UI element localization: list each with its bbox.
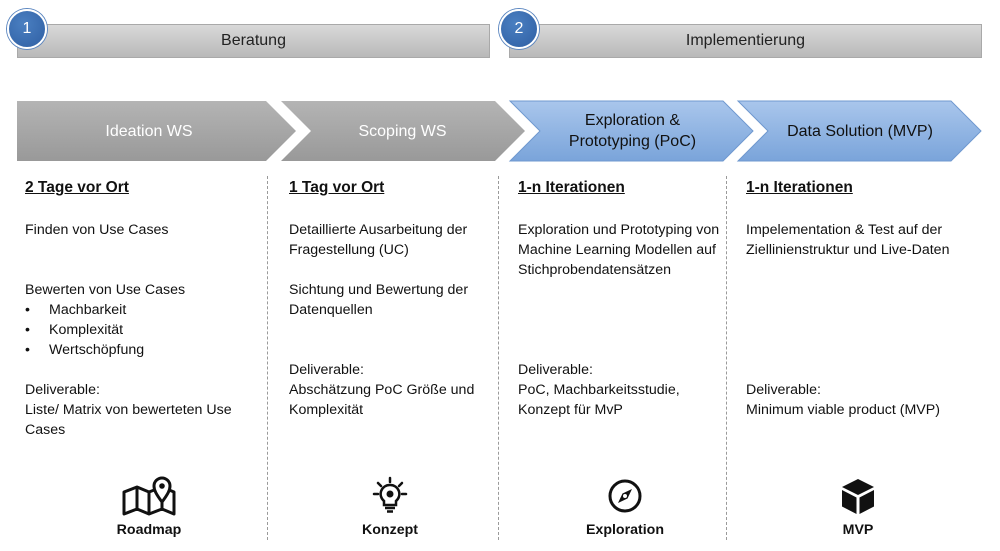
phase-number-badge: 2 (499, 9, 539, 49)
step-label-ideation: Ideation WS (105, 122, 193, 140)
phase-bar-beratung: Beratung (17, 24, 490, 58)
deliverable-text: Abschätzung PoC Größe und Komplexität (289, 382, 475, 418)
lightbulb-icon (330, 476, 450, 516)
step-label-data-solution: Data Solution (MVP) (787, 122, 933, 140)
column-text: Impelementation & Test auf der Ziellinie… (746, 222, 950, 258)
column-text: Finden von Use Cases (25, 222, 169, 238)
deliverable-label: Deliverable: (25, 382, 100, 398)
column-divider (267, 176, 268, 540)
list-item: Machbarkeit (25, 300, 260, 320)
phase-number: 1 (22, 20, 32, 37)
list-item: Wertschöpfung (25, 340, 260, 360)
deliverable-label: Deliverable: (518, 362, 593, 378)
step-label-scoping: Scoping WS (358, 122, 447, 140)
chevron-ideation (17, 101, 296, 161)
list-item: Komplexität (25, 320, 260, 340)
deliverable-text: PoC, Machbarkeitsstudie, Konzept für MvP (518, 382, 680, 418)
column-text: Bewerten von Use Cases (25, 282, 186, 298)
column-heading: 1 Tag vor Ort (289, 179, 385, 196)
step-label-exploration: Exploration & Prototyping (PoC) (568, 112, 697, 150)
column-text: Sichtung und Bewertung der Datenquellen (289, 282, 469, 318)
compass-icon (565, 476, 685, 516)
icon-label-konzept: Konzept (362, 522, 418, 538)
column-scoping: 1 Tag vor Ort Detaillierte Ausarbeitung … (289, 178, 494, 420)
column-divider (726, 176, 727, 540)
deliverable-label: Deliverable: (289, 362, 364, 378)
icon-label-roadmap: Roadmap (116, 522, 182, 538)
column-text: Detaillierte Ausarbeitung der Fragestell… (289, 222, 468, 258)
phase-number-badge: 1 (7, 9, 47, 49)
deliverable-text: Minimum viable product (MVP) (746, 402, 940, 418)
column-heading: 1-n Iterationen (746, 179, 853, 196)
column-exploration: 1-n Iterationen Exploration und Prototyp… (518, 178, 720, 420)
chevron-scoping (281, 101, 525, 161)
deliverable-text: Liste/ Matrix von bewerteten Use Cases (25, 402, 232, 438)
column-ideation: 2 Tage vor Ort Finden von Use Cases Bewe… (25, 178, 260, 440)
chevron-exploration (508, 100, 754, 162)
column-heading: 1-n Iterationen (518, 179, 625, 196)
icon-label-exploration: Exploration (585, 522, 665, 538)
roadmap-icon (89, 476, 209, 516)
chevron-data-solution (736, 100, 982, 162)
column-heading: 2 Tage vor Ort (25, 179, 129, 196)
column-data-solution: 1-n Iterationen Impelementation & Test a… (746, 178, 981, 420)
cube-icon (798, 476, 918, 516)
column-divider (498, 176, 499, 540)
bullet-list: Machbarkeit Komplexität Wertschöpfung (25, 300, 260, 360)
icon-label-mvp: MVP (842, 522, 874, 538)
deliverable-label: Deliverable: (746, 382, 821, 398)
phase-label: Implementierung (685, 32, 806, 49)
column-text: Exploration und Prototyping von Machine … (518, 222, 720, 278)
phase-bar-implementierung: Implementierung (509, 24, 982, 58)
phase-number: 2 (514, 20, 524, 37)
phase-label: Beratung (221, 32, 286, 49)
